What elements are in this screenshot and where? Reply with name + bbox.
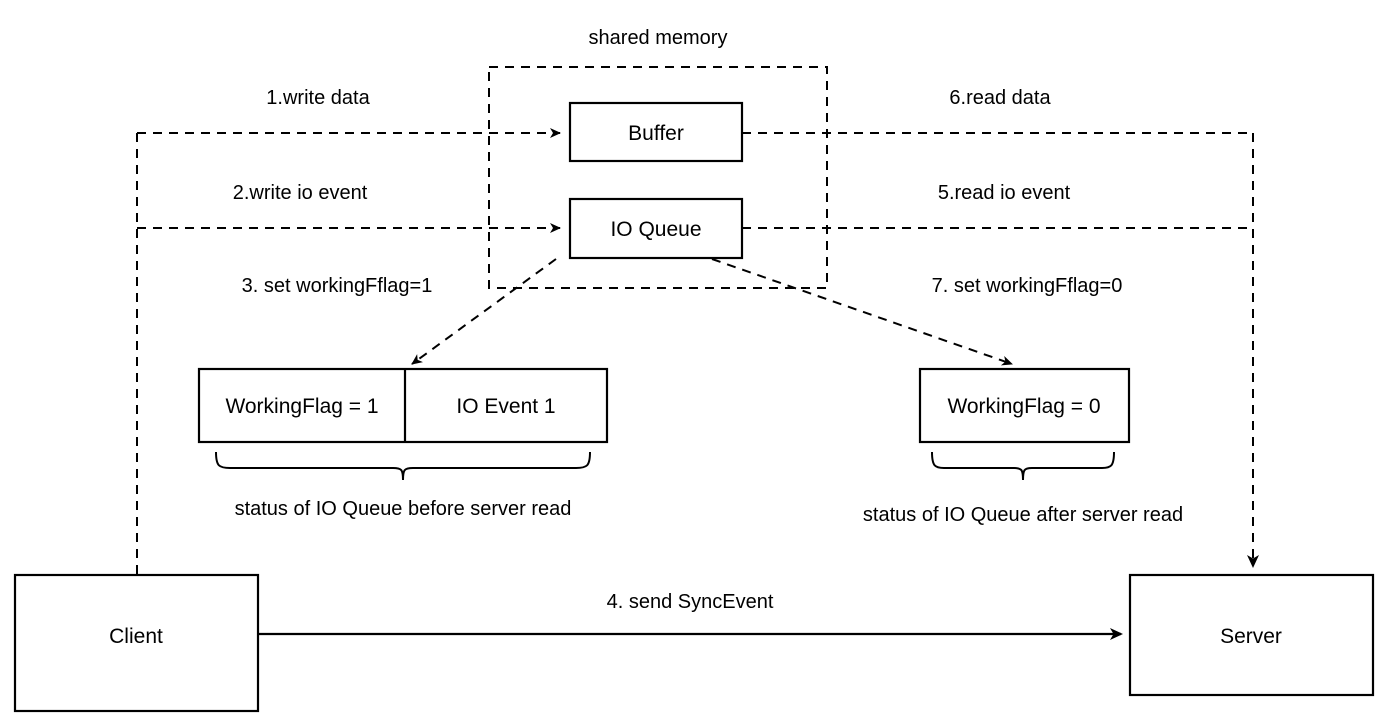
buffer-label: Buffer (628, 122, 684, 145)
client-label: Client (109, 625, 163, 648)
working-flag-after-label: WorkingFlag = 0 (947, 395, 1100, 418)
working-flag-before-label: WorkingFlag = 1 (225, 395, 378, 418)
edge-set-flag-0-line (711, 258, 1013, 366)
edge-write-data-label: 1.write data (266, 87, 370, 109)
status-before-caption: status of IO Queue before server read (235, 498, 572, 520)
status-after-caption: status of IO Queue after server read (863, 504, 1183, 526)
io-queue-status-after-box (918, 367, 1131, 444)
shared-memory-title: shared memory (589, 27, 728, 49)
server-label: Server (1220, 625, 1282, 648)
io-event-before-label: IO Event 1 (456, 395, 555, 418)
io-queue-box (568, 197, 744, 260)
edge-read-io-event-label: 5.read io event (938, 182, 1071, 204)
client-box (13, 573, 260, 713)
edge-set-flag-0-label: 7. set workingFflag=0 (932, 275, 1123, 297)
io-queue-label: IO Queue (610, 218, 701, 241)
edge-write-io-event-label: 2.write io event (233, 182, 368, 204)
edge-send-syncevent-label: 4. send SyncEvent (607, 591, 774, 613)
edge-set-flag-1-label: 3. set workingFflag=1 (242, 275, 433, 297)
shared-memory-region (488, 66, 828, 289)
edge-set-flag-1-line (411, 258, 557, 365)
buffer-box (568, 101, 744, 163)
status-after-brace (931, 451, 1115, 481)
server-box (1128, 573, 1375, 697)
edge-read-data-label: 6.read data (949, 87, 1051, 109)
io-queue-status-before-box (197, 367, 609, 444)
status-before-brace (215, 451, 591, 481)
